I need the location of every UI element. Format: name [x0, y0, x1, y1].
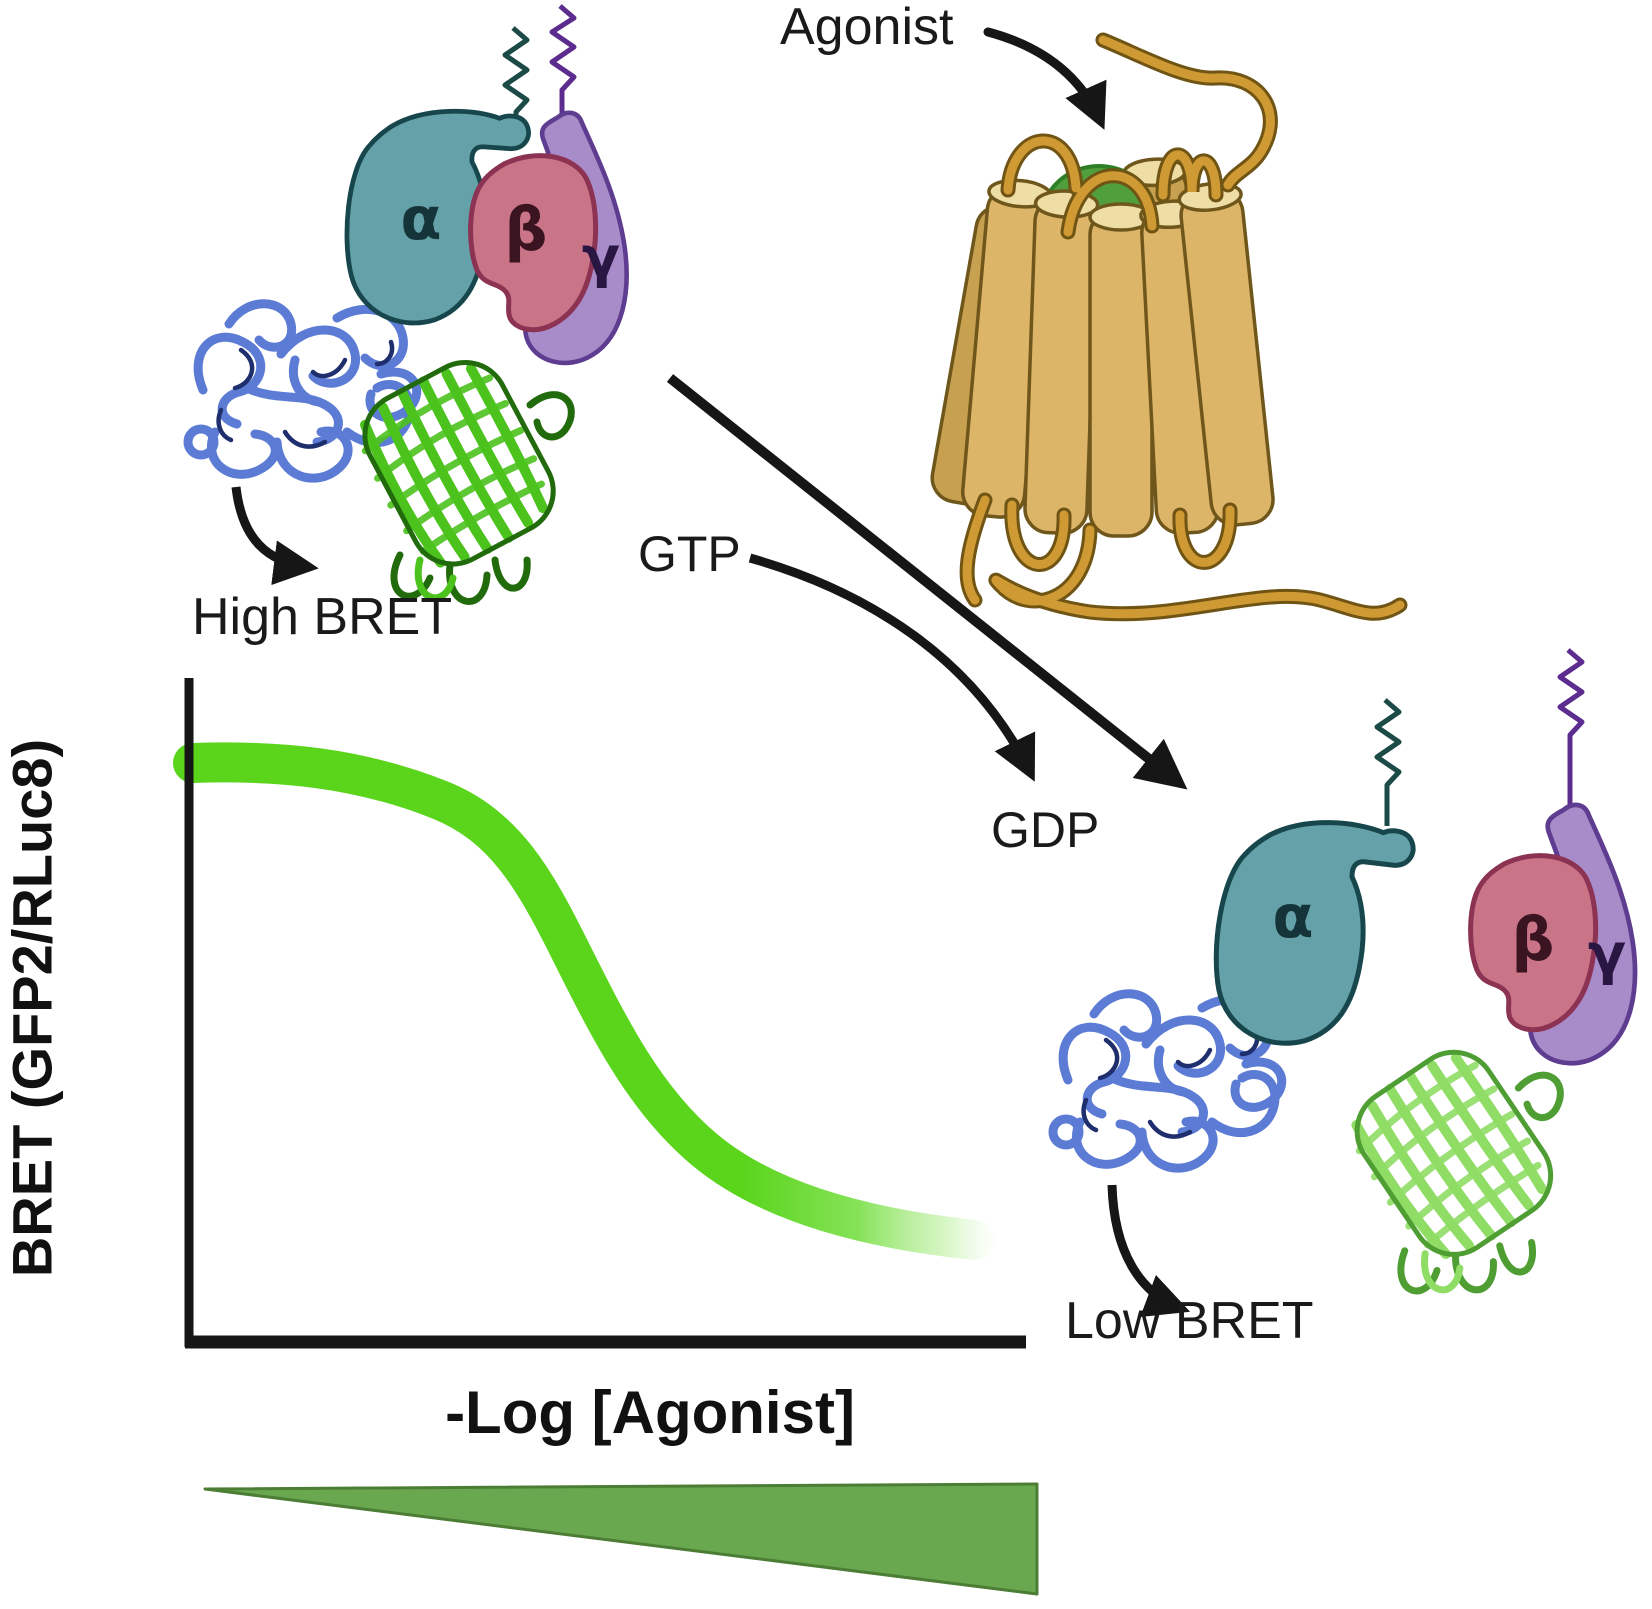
alpha-subunit-letter-dissociated: α [1272, 882, 1314, 952]
alpha-lipid-anchor-dissociated [1374, 698, 1402, 826]
gtp-label: GTP [638, 526, 741, 582]
agonist-label: Agonist [780, 0, 954, 56]
low-bret-arrow [1107, 1184, 1191, 1318]
agonist-arrow [983, 27, 1107, 130]
x-axis-label: -Log [Agonist] [445, 1379, 855, 1446]
gamma-subunit-letter-dissociated: γ [1587, 922, 1627, 988]
gtp-gdp-arrow [748, 553, 1036, 782]
beta-subunit-letter: β [504, 195, 548, 265]
alpha-lipid-anchor [502, 26, 530, 128]
dissociated-g-protein [1053, 648, 1635, 1318]
gamma-lipid-anchor [549, 4, 577, 118]
gpcr-receptor [930, 27, 1408, 622]
g-protein-trimer [188, 4, 627, 602]
y-axis-label: BRET (GFP2/RLuc8) [0, 738, 64, 1278]
alpha-subunit-letter: α [400, 184, 442, 254]
gamma-lipid-anchor-dissociated [1557, 648, 1585, 806]
gfp2-protein-dissociated [1329, 1026, 1580, 1303]
high-bret-arrow [231, 486, 319, 586]
low-bret-label: Low BRET [1065, 1292, 1314, 1350]
intracellular-loops [959, 492, 1408, 622]
bret-curve [173, 742, 995, 1260]
concentration-wedge [203, 1482, 1039, 1596]
high-bret-label: High BRET [192, 588, 453, 646]
nucleotide-exchange [666, 374, 1188, 790]
extracellular-loops [1000, 32, 1278, 240]
gamma-subunit-letter: γ [581, 225, 621, 291]
gdp-label: GDP [991, 802, 1100, 858]
dose-response-plot [173, 678, 1039, 1596]
beta-subunit-letter-dissociated: β [1511, 905, 1555, 975]
activation-arrow [666, 374, 1188, 790]
tm-helices-front [960, 178, 1275, 538]
